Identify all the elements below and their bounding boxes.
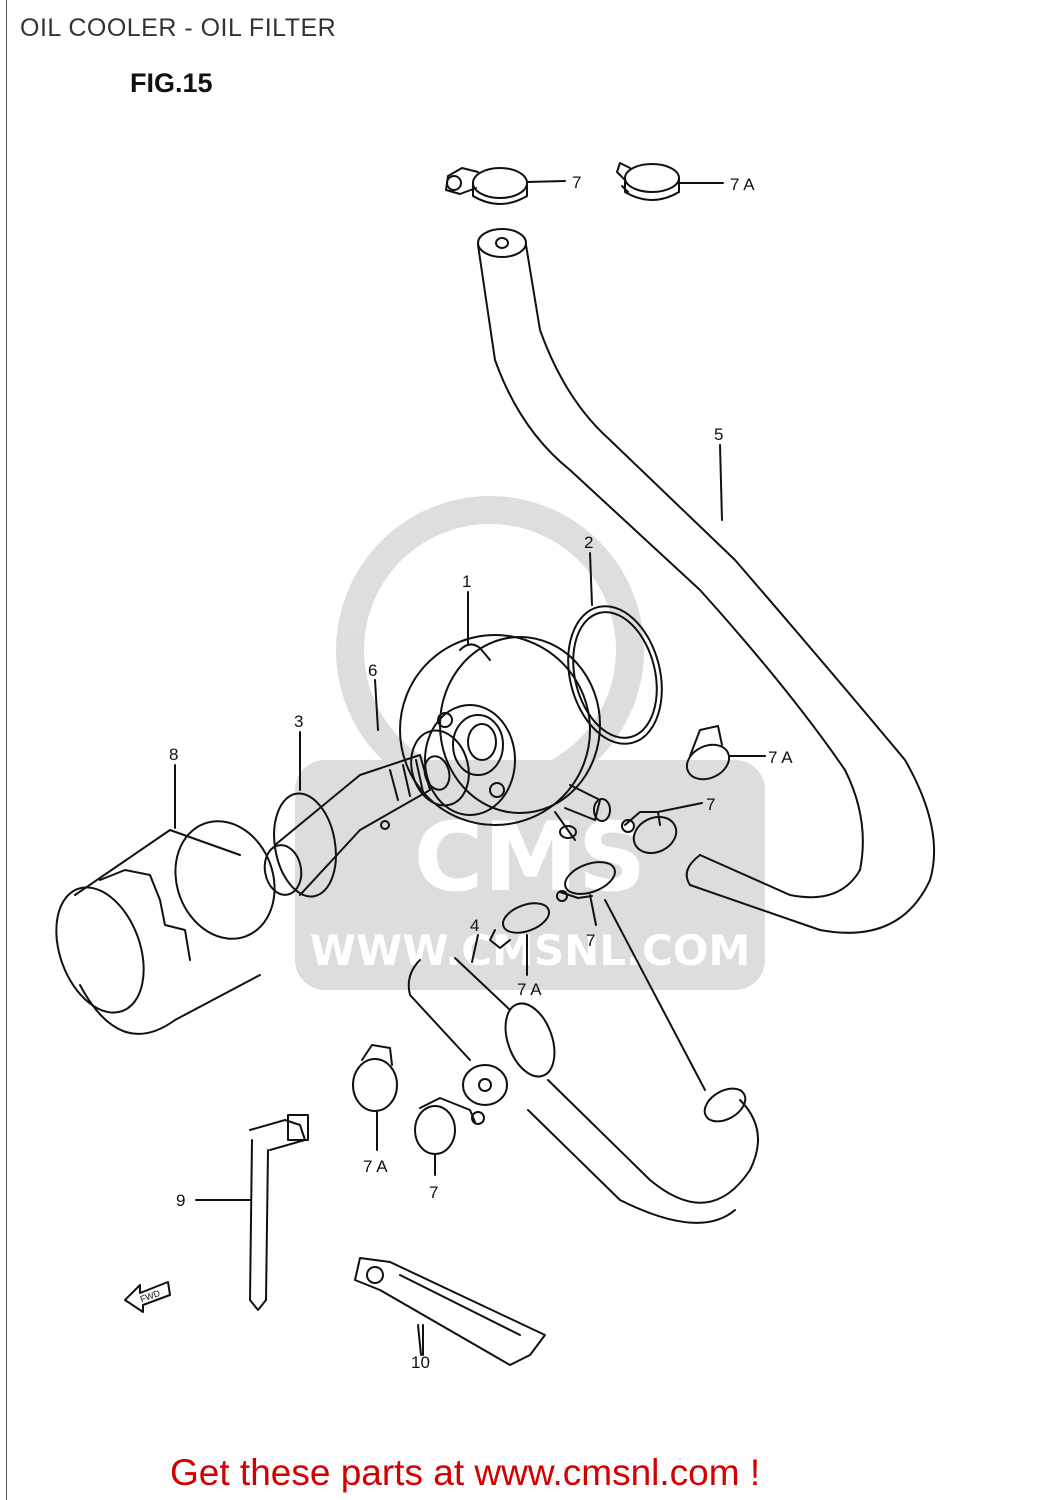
callout-7-top: 7: [572, 173, 581, 192]
oil-hose-4: [407, 957, 759, 1224]
callout-labels: 7 7 A 5 2 1 6 3 8 7 A 7 7 4 7 A 7 A 7 9 …: [139, 173, 793, 1372]
callout-7a-mid: 7 A: [768, 748, 793, 767]
callout-1: 1: [462, 572, 471, 591]
left-margin-rule: [6, 0, 7, 1500]
callout-5: 5: [714, 425, 723, 444]
watermark-url: WWW.CMSNL.COM: [310, 926, 751, 975]
hose-clamp-7a-lower: [489, 902, 550, 976]
watermark-badge: [295, 760, 765, 990]
oil-hose-5: [477, 228, 936, 934]
gauge-9: [195, 1114, 309, 1311]
callout-4: 4: [470, 916, 479, 935]
hose-clamp-7-bottom: [414, 1097, 485, 1176]
footer-parts-link[interactable]: Get these parts at www.cmsnl.com !: [170, 1452, 761, 1493]
hose-clamp-7-lower: [556, 861, 706, 1091]
callout-7a-top: 7 A: [730, 175, 755, 194]
bracket-10: [354, 1257, 546, 1366]
hose-clamp-7a-top: [616, 162, 724, 201]
callout-7-bottom: 7: [429, 1183, 438, 1202]
watermark: CMS WWW.CMSNL.COM: [295, 496, 765, 990]
callout-3: 3: [294, 712, 303, 731]
o-ring-2: [567, 605, 663, 745]
callout-2: 2: [584, 533, 593, 552]
callout-7-mid: 7: [706, 795, 715, 814]
callout-7a-lower: 7 A: [517, 980, 542, 999]
hose-clamp-7a-bottom: [352, 1044, 398, 1151]
callout-7-lower: 7: [586, 931, 595, 950]
watermark-brand: CMS: [414, 803, 647, 913]
oil-cooler-1: [399, 634, 611, 841]
figure-number: FIG.15: [130, 68, 213, 98]
callout-leader-lines: [174, 444, 723, 1356]
union-bolt-3: [263, 754, 431, 898]
callout-6: 6: [368, 661, 377, 680]
forward-direction-arrow: [124, 1281, 171, 1313]
hose-clamp-7a-mid: [685, 725, 766, 781]
oil-filter-8: [55, 820, 276, 1035]
callout-9: 9: [176, 1191, 185, 1210]
callout-10: 10: [411, 1353, 430, 1372]
page-title: OIL COOLER - OIL FILTER: [20, 14, 337, 42]
hose-clamp-7-mid: [621, 802, 703, 854]
callout-8: 8: [169, 745, 178, 764]
callout-7a-bottom: 7 A: [363, 1157, 388, 1176]
hose-clamp-7-top: [445, 167, 566, 205]
